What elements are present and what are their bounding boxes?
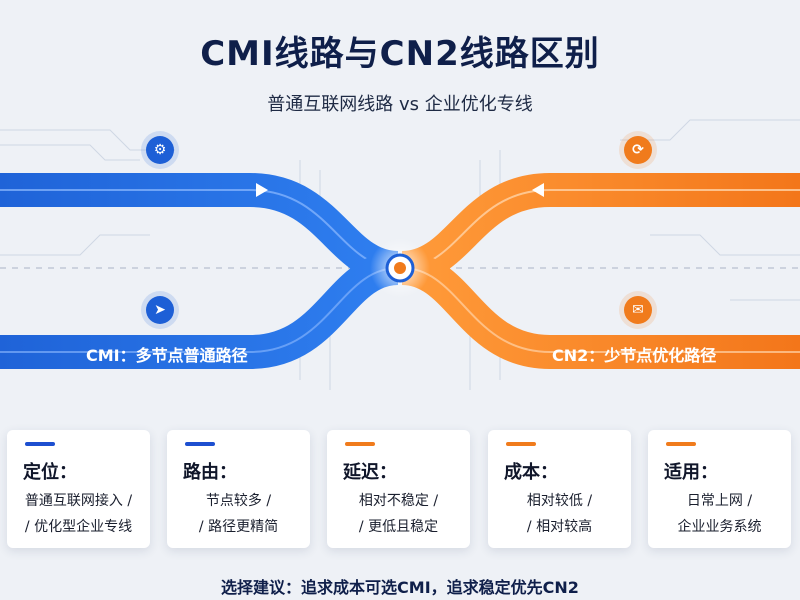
card-text: 相对不稳定 /: [358, 493, 439, 509]
card-use-case: 适用： 日常上网 / 企业业务系统: [648, 430, 791, 548]
cmi-route-top: [0, 173, 400, 285]
cmi-route-bottom: [0, 251, 400, 369]
card-text: 相对较低 /: [526, 493, 593, 509]
cmi-route-label: CMI：多节点普通路径: [86, 346, 248, 365]
recommendation-text: 选择建议：追求成本可选CMI，追求稳定优先CN2: [221, 578, 579, 597]
card-latency: 延迟： 相对不稳定 / / 更低且稳定: [327, 430, 470, 548]
card-text: / 相对较高: [526, 519, 593, 535]
card-title: 适用：: [664, 462, 718, 483]
card-accent-bar: [506, 442, 536, 446]
card-text: 企业业务系统: [677, 519, 762, 535]
cn2-route-label: CN2：少节点优化路径: [552, 346, 717, 365]
card-accent-bar: [25, 442, 55, 446]
gear-icon: ⚙: [146, 136, 174, 164]
card-text: 节点较多 /: [205, 493, 272, 509]
page-title: CMI线路与CN2线路区别: [200, 34, 600, 74]
card-text: / 更低且稳定: [358, 519, 439, 535]
card-accent-bar: [185, 442, 215, 446]
mail-icon: ✉: [624, 296, 652, 324]
card-accent-bar: [666, 442, 696, 446]
card-positioning: 定位： 普通互联网接入 / / 优化型企业专线: [7, 430, 150, 548]
card-title: 成本：: [504, 462, 558, 483]
page-subtitle: 普通互联网线路 vs 企业优化专线: [267, 94, 533, 115]
card-title: 延迟：: [343, 462, 397, 483]
card-cost: 成本： 相对较低 / / 相对较高: [488, 430, 631, 548]
card-title: 路由：: [183, 462, 237, 483]
right-arrow-icon: [256, 183, 268, 197]
card-accent-bar: [345, 442, 375, 446]
card-text: / 优化型企业专线: [24, 519, 133, 535]
cn2-route-top: [400, 173, 800, 285]
card-text: / 路径更精简: [198, 519, 279, 535]
card-text: 普通互联网接入 /: [24, 493, 133, 509]
card-routing: 路由： 节点较多 / / 路径更精简: [167, 430, 310, 548]
gear-refresh-icon: ⟳: [624, 136, 652, 164]
left-arrow-icon: [532, 183, 544, 197]
card-title: 定位：: [23, 462, 77, 483]
send-icon: ➤: [146, 296, 174, 324]
card-text: 日常上网 /: [686, 493, 753, 509]
cn2-route-bottom: [400, 251, 800, 369]
